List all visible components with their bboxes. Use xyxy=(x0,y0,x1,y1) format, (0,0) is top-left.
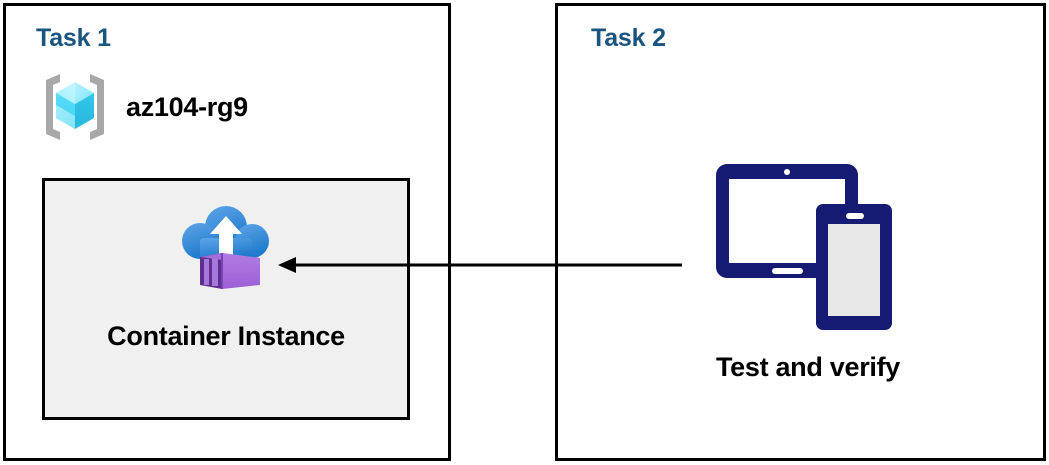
resource-group-icon xyxy=(46,74,104,140)
panel-task-2: Task 2 Test and verify xyxy=(555,3,1046,461)
panel-task-1: Task 1 xyxy=(3,3,451,461)
test-and-verify-group: Test and verify xyxy=(688,158,928,383)
container-instance-label: Container Instance xyxy=(107,321,345,351)
panel-title-task-1: Task 1 xyxy=(36,24,111,52)
panel-title-task-2: Task 2 xyxy=(591,24,666,52)
resource-group-label: az104-rg9 xyxy=(126,91,248,122)
container-instance-icon xyxy=(182,206,269,289)
container-instance-box: Container Instance xyxy=(42,178,410,420)
resource-group-row: az104-rg9 xyxy=(36,68,248,146)
test-and-verify-label: Test and verify xyxy=(715,352,901,382)
devices-tablet-phone-icon xyxy=(716,164,892,330)
